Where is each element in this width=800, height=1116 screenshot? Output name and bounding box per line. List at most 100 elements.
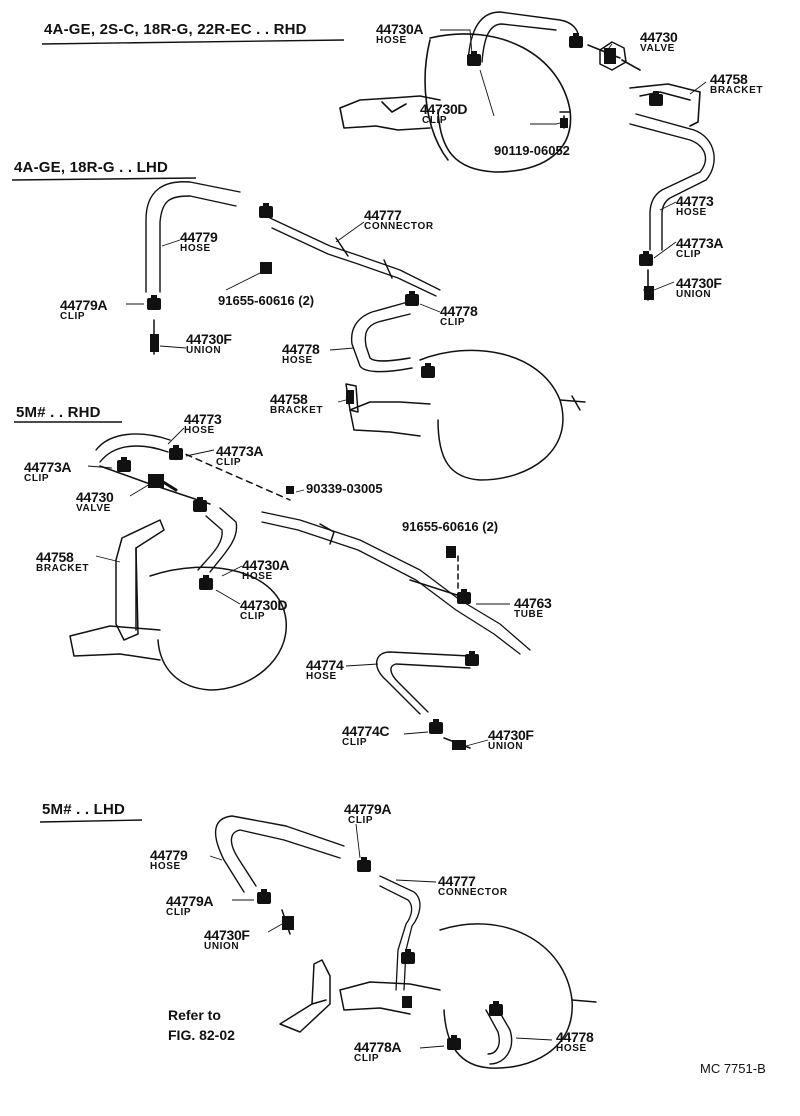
s1-hose-upper [467,11,579,63]
refer-note-line1: Refer to [168,1007,221,1023]
heading-underlines [11,39,345,823]
s2-hose-clamp [259,203,273,218]
s3-hose-44774 [376,651,471,715]
s1-bracket [629,83,701,127]
s3-valve-body [148,474,164,488]
s2-connector-tube [269,217,441,291]
s4-bracket-bolt [402,996,412,1008]
s1-union-body [644,286,654,300]
part-label: 91655-60616 (2) [218,293,315,308]
s3-clip-44773A-r [169,445,183,460]
s2-union-body [150,334,159,352]
s3-union-body [452,740,466,750]
section-title-rhd-4a: 4A-GE, 2S-C, 18R-G, 22R-EC . . RHD [44,21,307,38]
s2-booster-clamp [421,363,435,378]
s3-tube-clamp [457,589,471,604]
s3-nut-90339 [286,486,294,494]
s4-clip-44779A-top [357,857,371,872]
s3-hose-clamp [465,651,479,666]
s3-clip-44773A-l [117,457,131,472]
s3-bolt-91655 [446,546,456,558]
s3-dashed-line [175,449,291,501]
section-title-rhd-5m: 5M# . . RHD [16,404,101,421]
section1-drawing [339,11,715,301]
leader-lines [87,29,707,1049]
s3-booster-mount [69,625,161,661]
s2-clip-44779A [147,295,161,310]
s4-hose-44779 [214,815,345,893]
s2-booster-mount [349,401,431,437]
s2-bolt-91655 [260,262,272,274]
section-title-lhd-5m: 5M# . . LHD [42,801,126,818]
s3-clip-44774C [429,719,443,734]
s4-union-body [282,916,294,930]
s2-bracket-plate [346,390,354,404]
refer-note-line2: FIG. 82-02 [168,1027,235,1043]
s2-hose-44779 [145,181,241,293]
figure-code: MC 7751-B [700,1061,766,1076]
s3-bracket [115,519,165,641]
part-label: 90119-06052 [494,143,570,158]
s4-hose-44778 [489,1005,513,1065]
s1-hose-clamp [569,33,583,48]
section4-drawing [214,815,597,1069]
s1-hose-lower [629,123,707,251]
s4-booster-mount [339,981,441,1015]
part-label: 91655-60616 (2) [402,519,499,534]
s3-booster [149,566,287,691]
s1-booster-rim [424,39,449,161]
section-title-lhd-4a: 4A-GE, 18R-G . . LHD [14,159,169,176]
part-label: 90339-03005 [306,481,383,496]
s1-clip-44773A [639,251,653,266]
s4-booster [439,923,573,1069]
s4-bracket [279,959,331,1033]
s4-connector [379,875,421,991]
s1-booster [429,33,572,173]
s4-connector-clamp [401,949,415,964]
s1-valve-body [604,48,616,64]
s1-bolt-head [560,118,568,128]
s4-clip-44779A [257,889,271,904]
s3-clip-44730D [199,575,213,590]
s3-tube [261,511,531,651]
s2-hose-44778 [350,301,413,373]
s4-hose-clamp [489,1001,503,1016]
s2-clip-44778 [405,291,419,306]
s2-booster [419,349,564,481]
s3-hose-44730A [209,507,238,573]
s3-hose-44773 [95,433,171,451]
